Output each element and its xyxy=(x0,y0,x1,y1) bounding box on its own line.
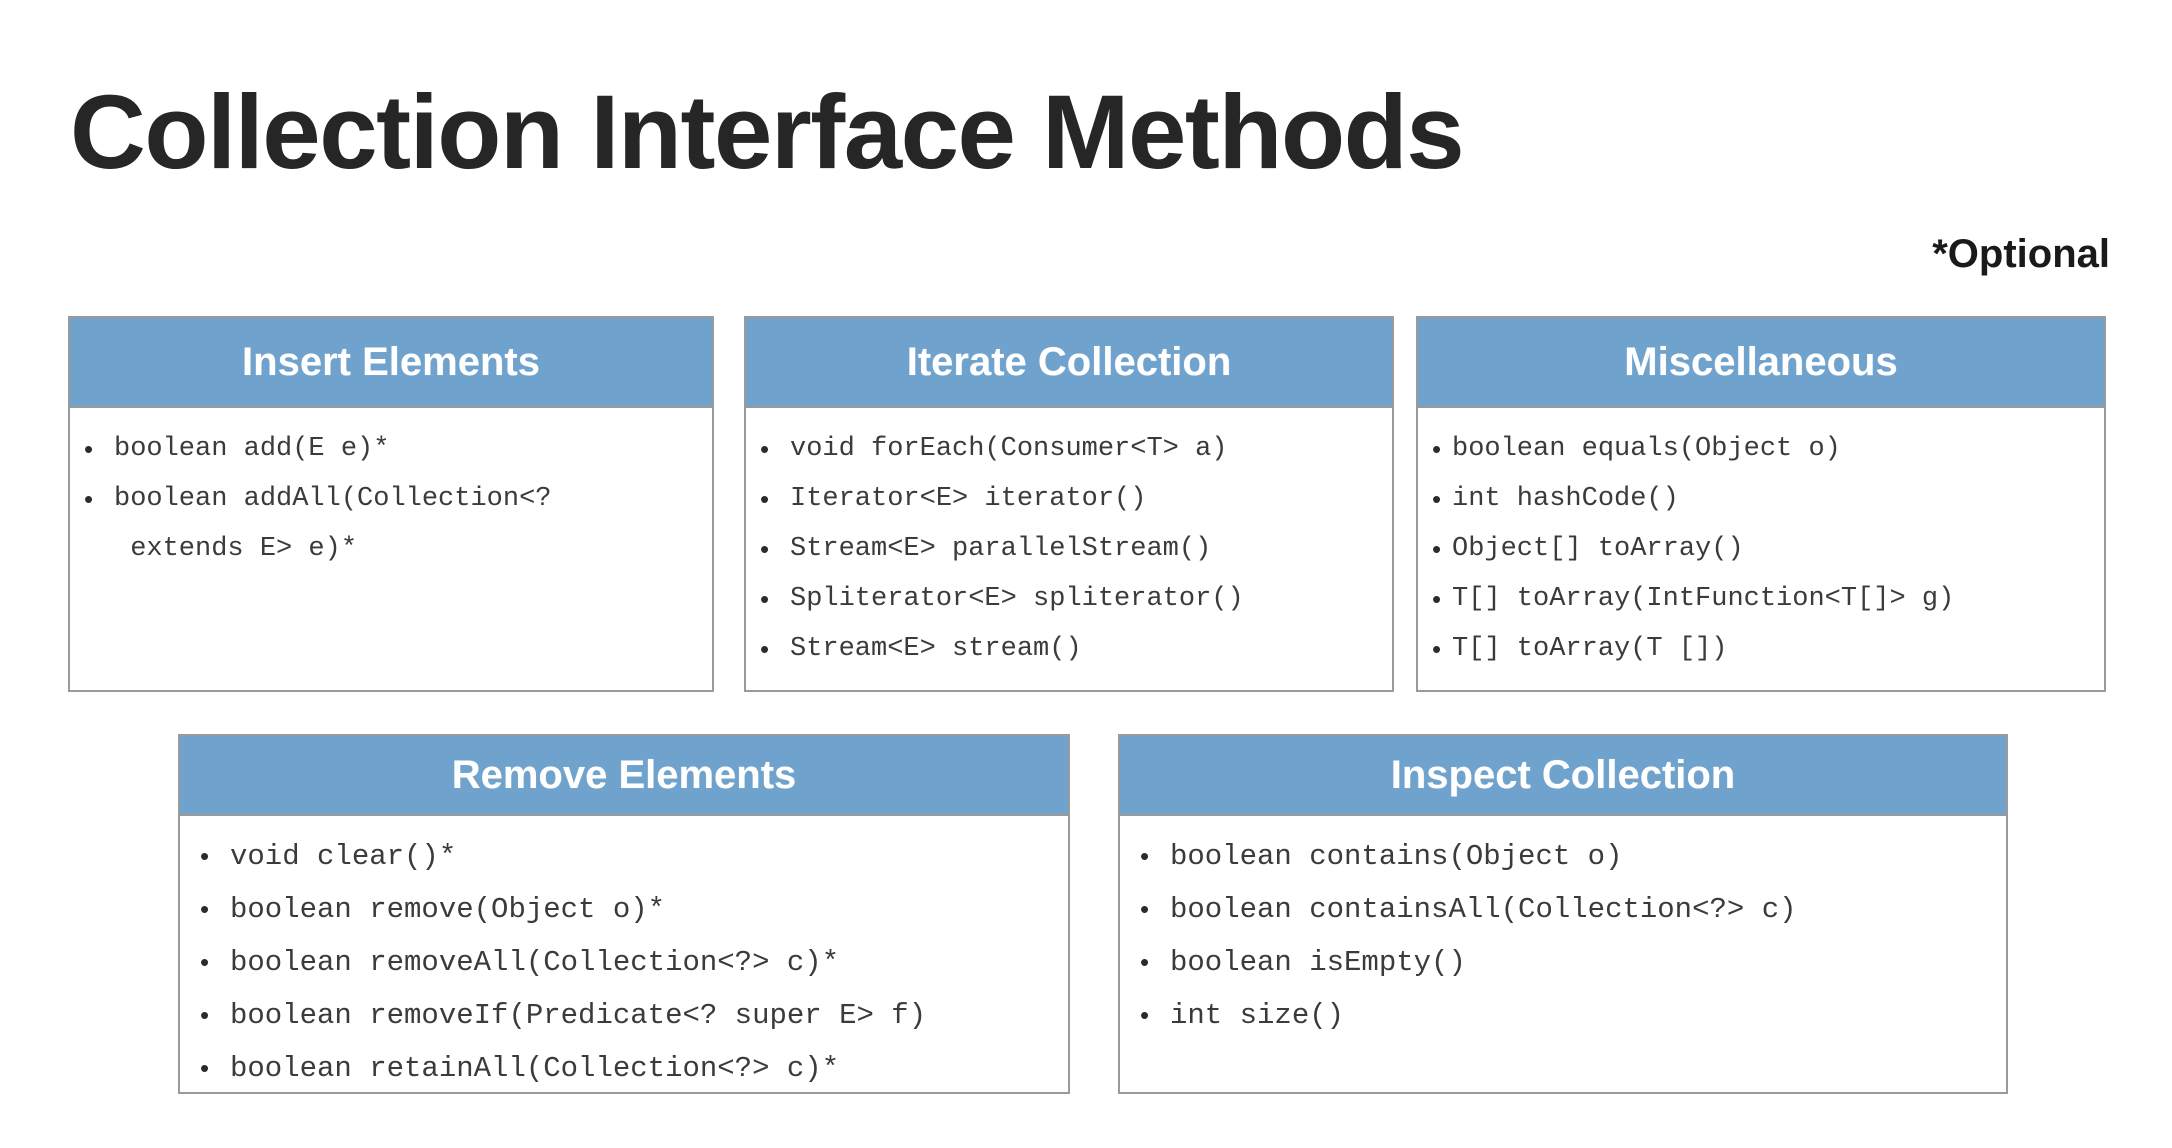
method-item: • int hashCode() xyxy=(1432,474,2090,524)
method-item: • boolean isEmpty() xyxy=(1140,936,1992,989)
method-item: • boolean equals(Object o) xyxy=(1432,424,2090,474)
method-signature: boolean remove(Object o)* xyxy=(230,893,666,926)
bullet-icon: • xyxy=(1140,841,1150,871)
method-signature: boolean equals(Object o) xyxy=(1452,434,1841,464)
method-signature: Stream<E> parallelStream() xyxy=(790,534,1212,564)
method-signature: boolean removeAll(Collection<?> c)* xyxy=(230,946,840,979)
card-iterate-collection: Iterate Collection • void forEach(Consume… xyxy=(744,316,1394,692)
method-item: • Stream<E> stream() xyxy=(760,624,1378,674)
card-header-iterate-collection: Iterate Collection xyxy=(746,318,1392,408)
card-remove-elements: Remove Elements • void clear()* • boolean r… xyxy=(178,734,1070,1094)
bullet-icon: • xyxy=(200,841,210,871)
bullet-icon: • xyxy=(84,434,94,464)
method-signature: void forEach(Consumer<T> a) xyxy=(790,434,1228,464)
bullet-icon: • xyxy=(1140,947,1150,977)
method-item: • T[] toArray(T []) xyxy=(1432,624,2090,674)
bullet-icon: • xyxy=(1432,484,1442,514)
bullet-icon: • xyxy=(760,484,770,514)
bullet-icon: • xyxy=(200,894,210,924)
method-list-miscellaneous: • boolean equals(Object o) • int hashCode()… xyxy=(1432,424,2090,674)
card-inspect-collection: Inspect Collection • boolean contains(Obj… xyxy=(1118,734,2008,1094)
method-signature: T[] toArray(T []) xyxy=(1452,634,1728,664)
bullet-icon: • xyxy=(1432,634,1442,664)
method-signature: Stream<E> stream() xyxy=(790,634,1082,664)
bullet-icon: • xyxy=(1432,584,1442,614)
bullet-icon: • xyxy=(1432,434,1442,464)
method-item: • boolean contains(Object o) xyxy=(1140,830,1992,883)
method-signature: boolean add(E e)* xyxy=(114,434,390,464)
method-item: • Spliterator<E> spliterator() xyxy=(760,574,1378,624)
card-body-miscellaneous: • boolean equals(Object o) • int hashCode()… xyxy=(1418,408,2104,690)
method-item: • int size() xyxy=(1140,989,1992,1042)
method-signature: int hashCode() xyxy=(1452,484,1679,514)
card-header-insert-elements: Insert Elements xyxy=(70,318,712,408)
card-body-inspect-collection: • boolean contains(Object o) • boolean cont… xyxy=(1120,816,2006,1092)
method-item: • boolean retainAll(Collection<?> c)* xyxy=(200,1042,1054,1092)
method-item: • boolean remove(Object o)* xyxy=(200,883,1054,936)
card-body-remove-elements: • void clear()* • boolean remove(Object o)*… xyxy=(180,816,1068,1092)
method-signature: void clear()* xyxy=(230,840,457,873)
method-item: • Stream<E> parallelStream() xyxy=(760,524,1378,574)
method-item: • boolean removeIf(Predicate<? super E> f… xyxy=(200,989,1054,1042)
method-signature: Spliterator<E> spliterator() xyxy=(790,584,1244,614)
method-item: • boolean add(E e)* xyxy=(84,424,698,474)
method-signature: int size() xyxy=(1170,999,1345,1032)
method-item: • Iterator<E> iterator() xyxy=(760,474,1378,524)
method-signature: Iterator<E> iterator() xyxy=(790,484,1147,514)
method-item: • T[] toArray(IntFunction<T[]> g) xyxy=(1432,574,2090,624)
method-signature: boolean removeIf(Predicate<? super E> f) xyxy=(230,999,927,1032)
bullet-icon: • xyxy=(1140,1000,1150,1030)
method-item: • void forEach(Consumer<T> a) xyxy=(760,424,1378,474)
bullet-icon: • xyxy=(200,1000,210,1030)
method-list-inspect-collection: • boolean contains(Object o) • boolean cont… xyxy=(1140,830,1992,1042)
card-body-iterate-collection: • void forEach(Consumer<T> a) • Iterator<E>… xyxy=(746,408,1392,690)
method-signature: boolean retainAll(Collection<?> c)* xyxy=(230,1052,840,1085)
method-signature: boolean containsAll(Collection<?> c) xyxy=(1170,893,1797,926)
bullet-icon: • xyxy=(84,484,94,514)
bullet-icon: • xyxy=(200,1053,210,1083)
method-item: • Object[] toArray() xyxy=(1432,524,2090,574)
method-list-remove-elements: • void clear()* • boolean remove(Object o)*… xyxy=(200,830,1054,1092)
method-signature: boolean contains(Object o) xyxy=(1170,840,1623,873)
method-item: • boolean addAll(Collection<? extends E> … xyxy=(84,474,698,574)
method-list-insert-elements: • boolean add(E e)* • boolean addAll(Collec… xyxy=(84,424,698,574)
method-signature: T[] toArray(IntFunction<T[]> g) xyxy=(1452,584,1955,614)
method-signature: boolean addAll(Collection<? extends E> e… xyxy=(114,484,552,564)
card-body-insert-elements: • boolean add(E e)* • boolean addAll(Collec… xyxy=(70,408,712,690)
method-item: • void clear()* xyxy=(200,830,1054,883)
method-signature: Object[] toArray() xyxy=(1452,534,1744,564)
method-item: • boolean containsAll(Collection<?> c) xyxy=(1140,883,1992,936)
page-title: Collection Interface Methods xyxy=(70,74,1465,191)
card-header-remove-elements: Remove Elements xyxy=(180,736,1068,816)
method-list-iterate-collection: • void forEach(Consumer<T> a) • Iterator<E>… xyxy=(760,424,1378,674)
method-signature: boolean isEmpty() xyxy=(1170,946,1466,979)
bullet-icon: • xyxy=(1140,894,1150,924)
bullet-icon: • xyxy=(1432,534,1442,564)
bullet-icon: • xyxy=(760,584,770,614)
bullet-icon: • xyxy=(760,434,770,464)
bullet-icon: • xyxy=(200,947,210,977)
card-header-miscellaneous: Miscellaneous xyxy=(1418,318,2104,408)
card-insert-elements: Insert Elements • boolean add(E e)* • boole… xyxy=(68,316,714,692)
bullet-icon: • xyxy=(760,534,770,564)
card-miscellaneous: Miscellaneous •boolean equals(Object o)•… xyxy=(1416,316,2106,692)
card-header-inspect-collection: Inspect Collection xyxy=(1120,736,2006,816)
bullet-icon: • xyxy=(760,634,770,664)
method-item: • boolean removeAll(Collection<?> c)* xyxy=(200,936,1054,989)
optional-legend-note: *Optional xyxy=(1932,232,2110,276)
